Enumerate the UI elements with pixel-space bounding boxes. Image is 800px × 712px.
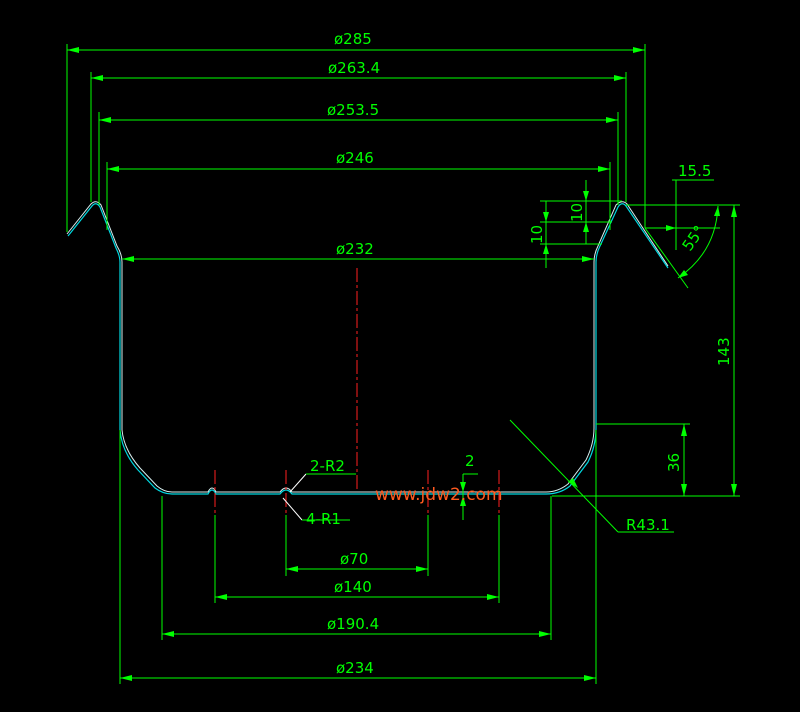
- center-lines: [214, 268, 500, 515]
- dim-140: ø140: [334, 578, 372, 596]
- dim-4-r1: 4-R1: [306, 510, 341, 528]
- dim-r43-1: R43.1: [626, 516, 670, 534]
- extension-lines: [66, 44, 740, 684]
- dim-234: ø234: [336, 659, 374, 677]
- dim-2: 2: [465, 452, 475, 470]
- dim-55-deg: 55°: [679, 222, 709, 254]
- dim-263-4: ø263.4: [328, 59, 380, 77]
- dim-10-upper: 10: [568, 203, 586, 222]
- dim-232: ø232: [336, 240, 374, 258]
- dim-253-5: ø253.5: [327, 101, 379, 119]
- dim-190-4: ø190.4: [327, 615, 379, 633]
- dim-143: 143: [715, 337, 733, 366]
- pot-outline: [66, 201, 669, 495]
- dim-70: ø70: [340, 550, 368, 568]
- dim-36: 36: [665, 453, 683, 472]
- dim-2-r2: 2-R2: [310, 457, 345, 475]
- dim-10-lower: 10: [528, 225, 546, 244]
- dim-246: ø246: [336, 149, 374, 167]
- watermark: www.jdw2.com: [375, 485, 503, 505]
- dim-15-5: 15.5: [678, 162, 711, 180]
- dim-285: ø285: [334, 30, 372, 48]
- dimension-lines: [67, 47, 737, 681]
- dimension-labels: ø285 ø263.4 ø253.5 ø246 ø232 ø70 ø140 ø1…: [306, 30, 733, 677]
